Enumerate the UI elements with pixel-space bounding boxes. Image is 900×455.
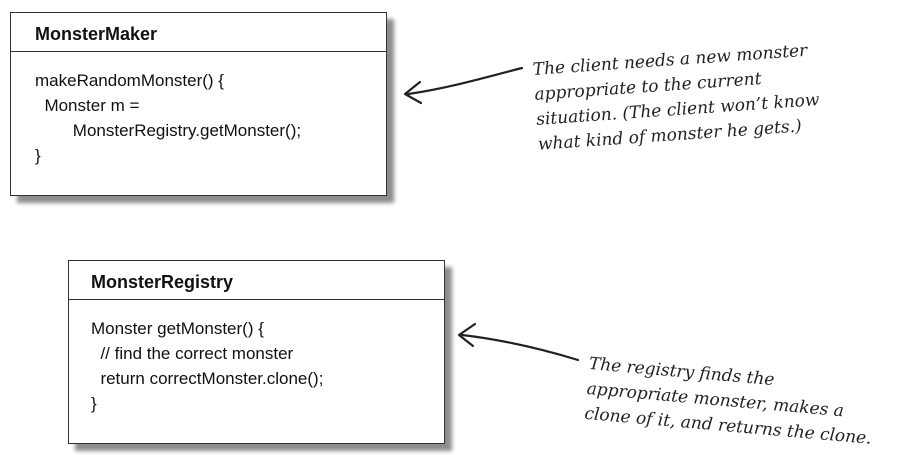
code-line: makeRandomMonster() { [35,71,224,90]
code-line: } [35,146,41,165]
registry-arrowhead [457,322,477,348]
monster-maker-code: makeRandomMonster() { Monster m = Monste… [11,52,386,168]
code-line: Monster m = [35,96,140,115]
monster-registry-title: MonsterRegistry [69,261,444,300]
monster-registry-box: MonsterRegistry Monster getMonster() { /… [68,260,445,444]
code-line: return correctMonster.clone(); [91,369,324,388]
client-note: The client needs a new monster appropria… [532,38,822,158]
client-arrow [406,66,524,96]
code-line: MonsterRegistry.getMonster(); [35,121,302,140]
monster-maker-title: MonsterMaker [11,13,386,52]
code-line: // find the correct monster [91,344,294,363]
code-line: } [91,394,97,413]
monster-maker-box: MonsterMaker makeRandomMonster() { Monst… [10,12,387,196]
client-arrowhead [403,80,423,105]
code-line: Monster getMonster() { [91,319,264,338]
monster-registry-code: Monster getMonster() { // find the corre… [69,300,444,416]
registry-arrow [460,333,580,362]
